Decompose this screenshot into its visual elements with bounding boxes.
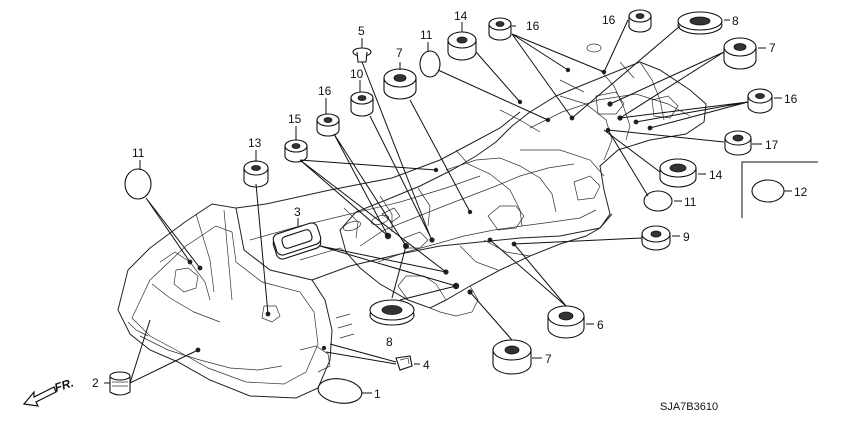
- callout-13: 13: [248, 136, 262, 150]
- grommet-9: [641, 225, 671, 251]
- plug-2: [109, 371, 131, 396]
- grommet-16-left: [316, 113, 340, 137]
- callout-8-bottom: 8: [386, 335, 393, 349]
- clip-5: [352, 47, 372, 63]
- callout-14-right: 14: [709, 168, 723, 182]
- seal-11-right: [643, 190, 673, 212]
- callout-2: 2: [92, 376, 99, 390]
- grommet-15: [284, 139, 308, 163]
- grommet-16-right: [747, 88, 773, 114]
- vehicle-underbody: [117, 43, 707, 399]
- callout-16-top-right: 16: [602, 13, 616, 27]
- grommet-13: [243, 160, 269, 188]
- callout-6: 6: [597, 318, 604, 332]
- seal-1: [317, 378, 363, 404]
- grommet-17: [724, 130, 752, 156]
- seal-11-left: [124, 168, 152, 200]
- callout-15: 15: [288, 112, 302, 126]
- divider-line: [741, 161, 818, 218]
- callout-3: 3: [294, 205, 301, 219]
- callout-16-top: 16: [526, 19, 540, 33]
- seal-11-top: [419, 50, 441, 78]
- callout-10: 10: [350, 67, 364, 81]
- callout-16-left: 16: [318, 84, 332, 98]
- grommet-8-bottom: [369, 299, 415, 326]
- callout-7-top: 7: [396, 46, 403, 60]
- grommet-7-bottom: [492, 339, 532, 375]
- callout-11-left: 11: [132, 146, 145, 160]
- callout-12: 12: [794, 185, 808, 199]
- callout-7-bottom: 7: [545, 352, 552, 366]
- grommet-7-top: [383, 68, 417, 100]
- callout-11-right: 11: [684, 195, 697, 209]
- seal-12: [751, 179, 785, 203]
- grommet-6: [547, 305, 585, 339]
- seal-3: [272, 222, 322, 260]
- grommet-7-top-right: [723, 37, 757, 70]
- grommet-10: [350, 91, 374, 117]
- front-label: FR.: [53, 376, 76, 395]
- grommet-14-top: [447, 31, 477, 61]
- front-direction-indicator: FR.: [22, 376, 76, 407]
- callout-7-top-right: 7: [769, 41, 776, 55]
- callout-16-right: 16: [784, 92, 798, 106]
- callout-5: 5: [358, 24, 365, 38]
- callout-labels: 1 2 3 4 5 6 7 7 7 8 8 9 10 11 11 11 12 1…: [92, 9, 808, 401]
- callout-1: 1: [374, 387, 381, 401]
- callout-17: 17: [765, 138, 779, 152]
- grommet-16-top: [488, 17, 512, 41]
- grommet-16-top-right: [628, 9, 652, 33]
- callout-14-top: 14: [454, 9, 468, 23]
- clip-4: [395, 355, 413, 371]
- grommet-8-top: [677, 11, 723, 35]
- front-arrow-icon: [22, 386, 57, 407]
- diagram-code: SJA7B3610: [660, 401, 718, 413]
- callout-9: 9: [683, 230, 690, 244]
- leader-lines: [104, 19, 792, 394]
- callout-4: 4: [423, 358, 430, 372]
- callout-8-top: 8: [732, 14, 739, 28]
- grommet-14-right: [659, 158, 697, 188]
- callout-11-top: 11: [420, 28, 433, 42]
